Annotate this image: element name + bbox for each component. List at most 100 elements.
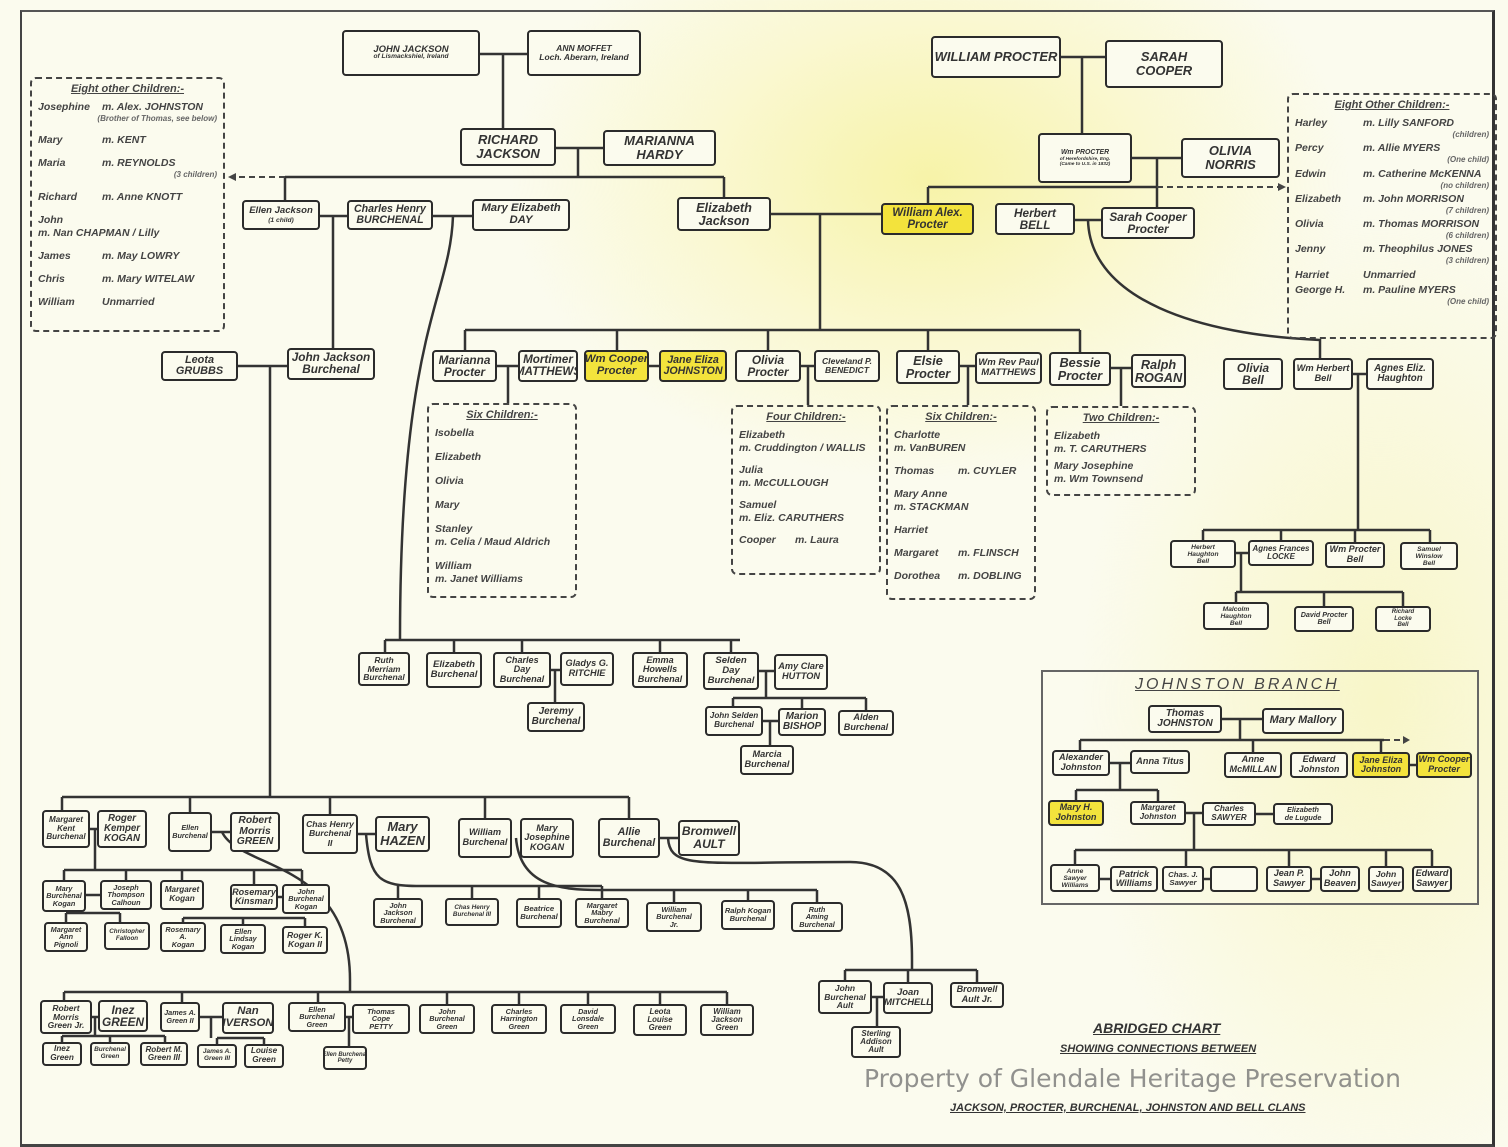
child-name: Charlotte bbox=[894, 429, 941, 441]
person-name-line: HAZEN bbox=[380, 833, 425, 848]
person-name-line: William Alex. bbox=[892, 206, 963, 219]
person-name-line: Joan bbox=[896, 987, 920, 999]
child-spouse: m. Thomas MORRISON bbox=[1363, 218, 1480, 230]
child-note: (6 children) bbox=[1445, 231, 1489, 241]
list-title: Six Children:- bbox=[466, 409, 538, 421]
person-name-line: Sterling bbox=[861, 1028, 891, 1038]
person-name-line: Mary Elizabeth bbox=[481, 202, 561, 215]
child-name: William bbox=[435, 560, 472, 573]
person-name-line: Burchenal bbox=[531, 716, 581, 727]
child-spouse: m. Laura bbox=[795, 534, 839, 547]
person-name-line: Bell bbox=[1397, 622, 1409, 629]
person-name-line: Green III bbox=[203, 1055, 230, 1062]
person-name-line: Inez bbox=[111, 1002, 135, 1017]
child-name: Olivia bbox=[435, 475, 464, 488]
person-name-line: (1 child) bbox=[268, 216, 294, 224]
child-name: Harley bbox=[1295, 117, 1328, 129]
person-name-line: Chas Henry bbox=[306, 819, 354, 830]
child-name: Samuel bbox=[739, 499, 777, 512]
person-name-line: Green bbox=[100, 1053, 120, 1060]
person-name-line: Ralph Kogan bbox=[724, 906, 772, 916]
person-name-line: Harrington bbox=[500, 1014, 538, 1024]
person-name-line: Wm Cooper bbox=[1418, 754, 1470, 765]
person-name-line: Burchenal III bbox=[452, 911, 492, 918]
person-name-line: Burchenal bbox=[363, 672, 405, 683]
child-name: Harriet bbox=[894, 524, 928, 537]
person-name-line: Burchenal bbox=[430, 669, 478, 680]
person-box-mary-mallory: Mary Mallory bbox=[1262, 708, 1344, 734]
person-name-line: Jackson bbox=[698, 213, 750, 228]
person-name-line: RITCHIE bbox=[568, 668, 606, 678]
connector bbox=[926, 156, 1181, 207]
person-name-line: Burchenal bbox=[707, 675, 755, 687]
person-name-line: HUTTON bbox=[781, 671, 821, 681]
person-name-line: Wm Rev Paul bbox=[978, 356, 1039, 368]
child-name: Mary Josephine bbox=[1054, 460, 1134, 473]
child-name: Richard bbox=[38, 190, 78, 203]
person-name-line: KOGAN bbox=[103, 833, 141, 845]
person-name-line: Sawyer bbox=[1063, 874, 1087, 882]
person-box-gladys-ritchie: Gladys G.RITCHIE bbox=[560, 652, 614, 686]
person-name-line: John bbox=[834, 982, 856, 993]
person-name-line: Day bbox=[513, 664, 531, 675]
person-name-line: Sawyer bbox=[1169, 878, 1197, 887]
person-name-line: Green bbox=[577, 1021, 599, 1031]
person-name-line: Burchenal bbox=[94, 1046, 126, 1054]
person-name-line: Lindsay bbox=[229, 934, 257, 944]
person-name-line: Howells bbox=[642, 664, 678, 675]
person-name-line: Mary Mallory bbox=[1269, 714, 1337, 727]
person-name-line: de Lugude bbox=[1284, 813, 1322, 822]
person-name-line: Burchenal bbox=[299, 1012, 335, 1022]
connector bbox=[1061, 55, 1105, 133]
person-name-line: Bell bbox=[1314, 373, 1332, 383]
person-name-line: Herbert bbox=[1191, 543, 1215, 551]
person-name-line: Alexander bbox=[1059, 752, 1103, 763]
person-name-line: John Jackson bbox=[291, 350, 371, 364]
person-name-line: Ault Jr. bbox=[961, 994, 993, 1004]
person-name-line: Williams bbox=[1061, 881, 1089, 889]
person-name-line: Mary H. bbox=[1059, 802, 1093, 813]
connector bbox=[480, 52, 527, 128]
person-name-line: SAWYER bbox=[1211, 813, 1247, 822]
person-name-line: MATTHEWS bbox=[981, 367, 1036, 378]
person-name-line: McMILLAN bbox=[1229, 764, 1277, 774]
person-name-line: Bell bbox=[1422, 559, 1436, 567]
person-name-line: of Herefordshire, Eng. bbox=[1059, 156, 1111, 162]
person-name-line: Kogan bbox=[171, 939, 195, 949]
connector bbox=[660, 836, 979, 1026]
child-note: (3 children) bbox=[1445, 256, 1489, 266]
child-spouse: m. CUYLER bbox=[958, 465, 1017, 478]
person-name-line: Edward bbox=[1415, 868, 1449, 879]
person-name-line: Haughton bbox=[1220, 612, 1252, 620]
person-name-line: Jane Eliza bbox=[667, 353, 719, 366]
connector bbox=[551, 668, 868, 745]
person-name-line: William bbox=[713, 1006, 741, 1016]
person-name-line: Procter bbox=[747, 365, 789, 379]
child-spouse: Unmarried bbox=[102, 295, 155, 308]
person-name-line: Richard bbox=[1391, 609, 1415, 616]
person-box-mary-h-johnston: Mary H.Johnston bbox=[1048, 800, 1104, 826]
